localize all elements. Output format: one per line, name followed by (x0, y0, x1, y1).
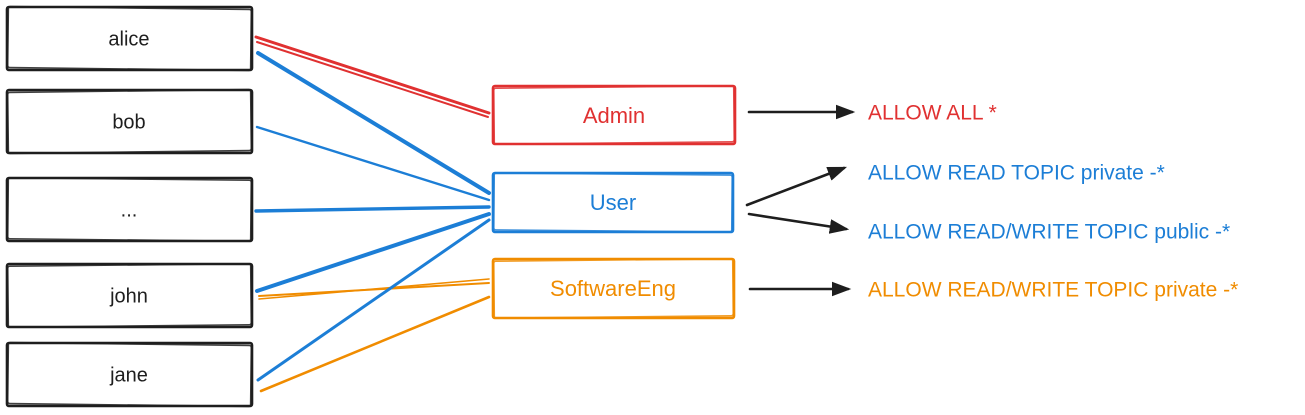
role-box-rect (491, 171, 735, 234)
role-box-rect (491, 257, 736, 320)
user-label-john: john (109, 285, 148, 307)
role-box-user: User (491, 171, 735, 234)
edge-john-user (255, 212, 491, 293)
edge-dots-user (254, 205, 491, 213)
edge-alice-user (256, 51, 491, 195)
permission-arrows (745, 104, 856, 297)
permission-labels: ALLOW ALL * ALLOW READ TOPIC private -* … (868, 102, 1238, 302)
user-box-rect-ghost (6, 88, 253, 155)
role-box-softwareeng: SoftwareEng (491, 257, 736, 320)
role-box-admin: Admin (491, 84, 737, 146)
edge-alice-admin-ghost (256, 41, 489, 118)
user-label-bob: bob (112, 111, 145, 133)
edge-alice-admin (254, 35, 491, 115)
perm-label-readwrite-topic-private: ALLOW READ/WRITE TOPIC private -* (868, 279, 1238, 302)
user-label-jane: jane (109, 364, 148, 386)
role-box-rect-ghost (492, 172, 734, 233)
user-label-alice: alice (108, 28, 149, 50)
edge-jane-swe (259, 295, 491, 393)
edge-john-swe-ghost (258, 278, 490, 300)
role-label-user: User (590, 190, 636, 215)
perm-label-allow-all: ALLOW ALL * (868, 102, 997, 125)
role-box-rect (491, 84, 737, 146)
user-box-rect (5, 176, 254, 243)
perm-label-readwrite-topic-public: ALLOW READ/WRITE TOPIC public -* (868, 221, 1230, 244)
user-box-ellipsis: ... (5, 176, 254, 243)
user-box-rect (5, 88, 254, 155)
role-box-rect-ghost (492, 84, 736, 146)
perm-label-read-topic-private: ALLOW READ TOPIC private -* (868, 162, 1165, 185)
user-box-rect-ghost (6, 262, 253, 329)
edge-jane-user (256, 218, 491, 382)
role-box-rect-ghost (492, 257, 735, 320)
user-box-bob: bob (5, 88, 254, 155)
membership-edges (254, 35, 491, 393)
user-box-rect (5, 341, 254, 408)
user-box-jane: jane (5, 341, 254, 408)
user-box-alice: alice (5, 5, 254, 72)
user-box-rect-ghost (6, 341, 253, 408)
user-box-rect (5, 262, 254, 329)
user-box-rect-ghost (6, 5, 253, 72)
user-box-john: john (5, 262, 254, 329)
user-label-ellipsis: ... (121, 199, 138, 221)
role-label-softwareeng: SoftwareEng (550, 276, 676, 301)
user-box-rect (5, 5, 254, 72)
arrow-user-readwrite-public (747, 212, 850, 234)
arrow-user-read-private (745, 166, 848, 207)
edge-bob-user (255, 125, 491, 202)
user-box-rect-ghost (6, 176, 253, 243)
role-label-admin: Admin (583, 103, 645, 128)
